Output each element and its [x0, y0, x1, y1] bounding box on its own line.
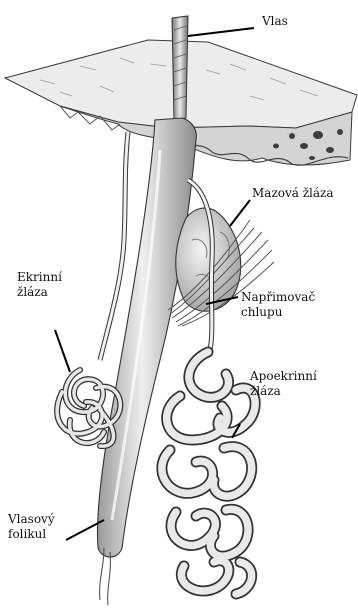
label-eccrine-line2: žláza	[17, 285, 62, 300]
hair-shaft	[172, 16, 188, 120]
leader-line-sebaceous	[230, 200, 250, 226]
label-hair-follicle: Vlasový folikul	[8, 512, 55, 542]
label-follicle-line2: folikul	[8, 527, 55, 542]
label-hair: Vlas	[262, 14, 288, 29]
leader-line-eccrine	[55, 330, 70, 372]
hair-follicle	[98, 118, 197, 605]
label-follicle-line1: Vlasový	[8, 512, 55, 527]
label-apocrine-gland: Apoekrinní žláza	[250, 369, 317, 399]
label-eccrine-gland: Ekrinní žláza	[17, 270, 62, 300]
eccrine-gland	[57, 132, 128, 446]
label-eccrine-line1: Ekrinní	[17, 270, 62, 285]
label-arrector-pili-line1: Napřimovač	[241, 290, 315, 305]
label-apocrine-line1: Apoekrinní	[250, 369, 317, 384]
label-arrector-pili-line2: chlupu	[241, 305, 315, 320]
leader-line-hair	[188, 28, 254, 36]
label-sebaceous-gland: Mazová žláza	[252, 186, 334, 201]
label-arrector-pili: Napřimovač chlupu	[241, 290, 315, 320]
label-apocrine-line2: žláza	[250, 384, 317, 399]
